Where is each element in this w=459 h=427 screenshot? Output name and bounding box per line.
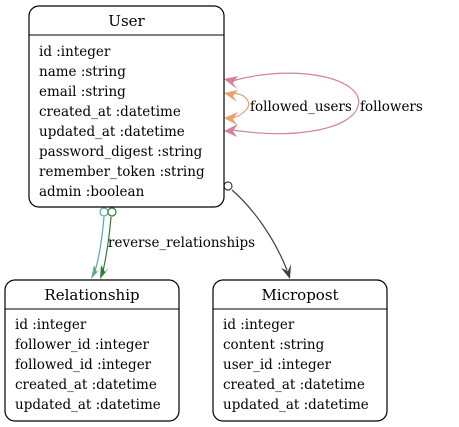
microposts-arrowhead xyxy=(281,264,291,279)
micropost-attr: updated_at :datetime xyxy=(223,397,369,413)
relationship-attr: updated_at :datetime xyxy=(15,397,161,413)
relationship-attr: id :integer xyxy=(15,317,87,333)
user-box xyxy=(28,5,225,208)
edge-relationships xyxy=(91,207,109,279)
micropost-attr: created_at :datetime xyxy=(223,377,365,393)
user-attr: remember_token :string xyxy=(39,164,205,180)
relationship-attr: created_at :datetime xyxy=(15,377,157,393)
user-attr: email :string xyxy=(39,84,126,100)
followers-arrowhead-top xyxy=(224,90,238,102)
user-attr: created_at :datetime xyxy=(39,104,181,120)
microposts-tail-circle xyxy=(223,181,233,191)
edge-followed-users xyxy=(224,72,360,137)
followers-label: followers xyxy=(360,99,423,115)
micropost-title: Micropost xyxy=(261,286,338,304)
relationship-attr: follower_id :integer xyxy=(15,337,149,353)
micropost-attr: user_id :integer xyxy=(223,357,332,373)
relationships-edge-line xyxy=(94,216,105,272)
entity-user: User id :integer name :string email :str… xyxy=(28,5,225,208)
relationship-title: Relationship xyxy=(44,286,139,304)
relationship-attr: followed_id :integer xyxy=(15,357,152,373)
relationships-tail-circle xyxy=(99,207,109,217)
reverse-relationships-tail-circle xyxy=(107,207,117,217)
reverse-relationships-label: reverse_relationships xyxy=(108,235,255,251)
followed-users-edge-line xyxy=(231,72,360,135)
edge-reverse-relationships xyxy=(100,207,117,279)
entity-micropost: Micropost id :integer content :string us… xyxy=(212,279,388,422)
user-attr: name :string xyxy=(39,64,126,80)
micropost-attr: id :integer xyxy=(223,317,295,333)
user-attr: id :integer xyxy=(39,44,111,60)
followers-edge-line xyxy=(231,92,250,119)
edge-microposts xyxy=(223,181,291,279)
followers-arrowhead-bottom xyxy=(224,112,238,125)
user-title: User xyxy=(108,12,145,30)
microposts-edge-line xyxy=(231,189,288,271)
followed-users-arrowhead-top xyxy=(224,76,238,89)
reverse-relationships-arrowhead xyxy=(100,265,110,279)
relationship-box xyxy=(4,279,180,422)
reverse-relationships-edge-line xyxy=(102,216,112,272)
user-attr: admin :boolean xyxy=(39,184,145,200)
edge-followers xyxy=(224,90,250,125)
micropost-attr: content :string xyxy=(223,337,325,353)
entity-relationship: Relationship id :integer follower_id :in… xyxy=(4,279,180,422)
user-attr: password_digest :string xyxy=(39,144,203,160)
followed-users-label: followed_users xyxy=(250,99,352,115)
user-attr: updated_at :datetime xyxy=(39,124,185,140)
micropost-box xyxy=(212,279,388,422)
followed-users-arrowhead-bottom xyxy=(224,124,238,137)
relationships-arrowhead xyxy=(91,265,103,279)
